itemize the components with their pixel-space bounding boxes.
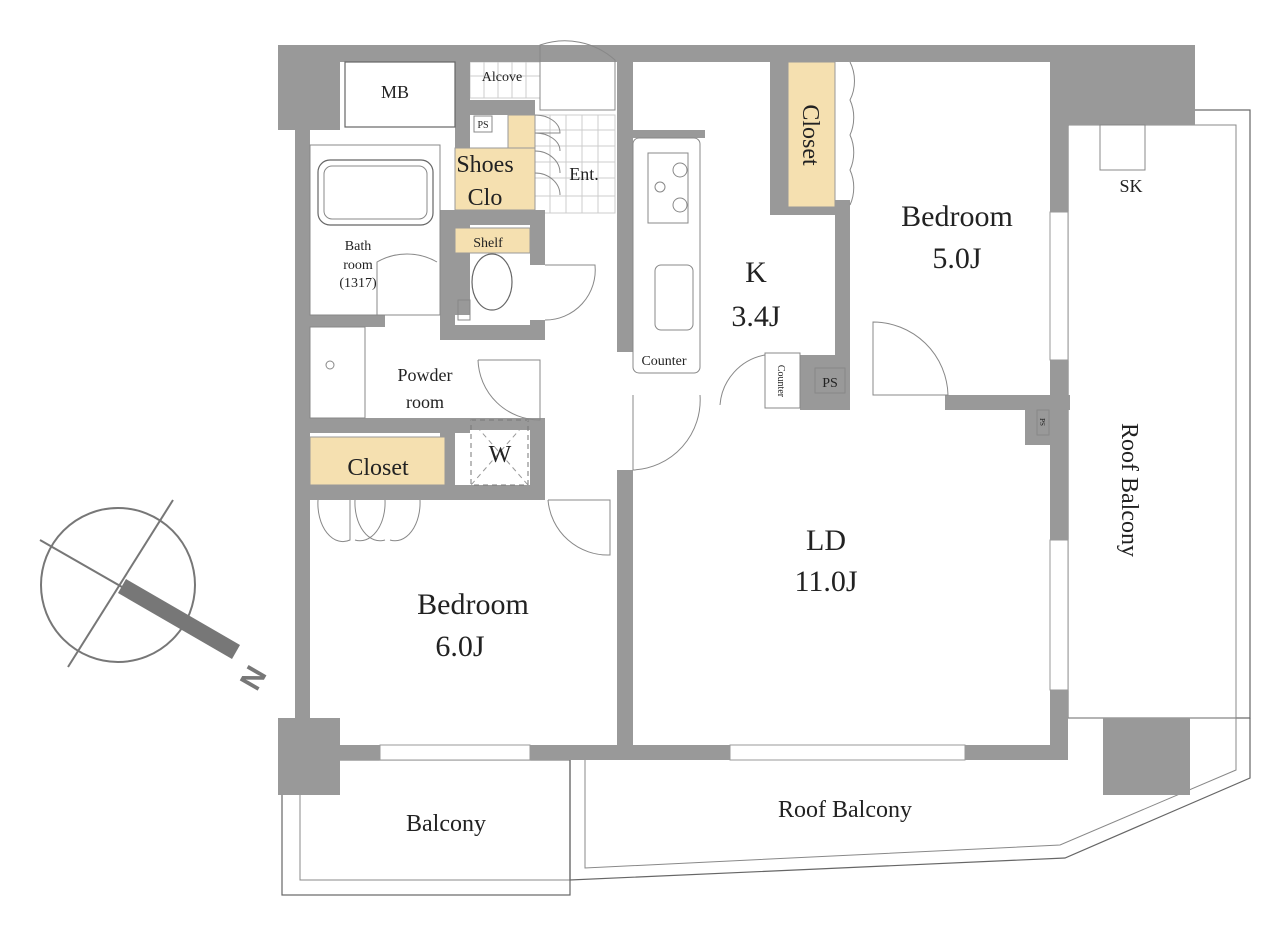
label-clo: Clo bbox=[468, 185, 503, 211]
bath-door bbox=[376, 253, 438, 315]
entrance-door bbox=[539, 40, 616, 111]
label-shelf: Shelf bbox=[473, 236, 503, 251]
bedroom-right-door bbox=[872, 321, 949, 396]
label-kitchen: K bbox=[745, 256, 767, 289]
compass-north-label: N bbox=[234, 661, 273, 696]
meter-box bbox=[344, 61, 456, 128]
label-bedroom-left: Bedroom bbox=[417, 588, 529, 621]
label-kitchen-size: 3.4J bbox=[731, 300, 781, 333]
label-ld-size: 11.0J bbox=[794, 565, 857, 598]
powder-door bbox=[477, 359, 541, 421]
washbasin bbox=[309, 326, 366, 419]
compass: N bbox=[39, 499, 273, 696]
kitchen-sink bbox=[654, 264, 694, 331]
label-roof-balcony-bottom: Roof Balcony bbox=[778, 797, 912, 823]
label-shoes: Shoes bbox=[456, 152, 513, 178]
label-balcony: Balcony bbox=[406, 811, 486, 837]
label-closet-left: Closet bbox=[347, 455, 409, 481]
closet-left bbox=[309, 436, 446, 486]
label-counter: Counter bbox=[641, 354, 686, 369]
kitchen-counter bbox=[632, 137, 701, 374]
bedroom-left-door bbox=[547, 499, 611, 556]
stove bbox=[647, 152, 689, 224]
label-powder-2: room bbox=[406, 392, 444, 412]
label-entrance: Ent. bbox=[569, 164, 599, 184]
north-arrow-icon bbox=[118, 579, 240, 659]
room-labels: MB Alcove PS Shoes Clo Ent. Shelf Bath r… bbox=[339, 70, 1142, 837]
fixtures bbox=[309, 40, 1146, 761]
label-ps-kitchen: PS bbox=[822, 376, 838, 391]
slop-sink bbox=[1099, 124, 1146, 171]
label-bedroom-right: Bedroom bbox=[901, 200, 1013, 233]
label-closet-top: Closet bbox=[797, 104, 823, 166]
closet-top bbox=[787, 61, 836, 208]
label-sink: SK bbox=[1119, 176, 1142, 196]
label-bedroom-left-size: 6.0J bbox=[435, 630, 485, 663]
label-ld: LD bbox=[806, 524, 846, 557]
label-counter-vertical: Counter bbox=[775, 365, 786, 398]
label-ps-top: PS bbox=[477, 120, 488, 131]
label-bath-1: Bath bbox=[345, 239, 371, 254]
shoes-closet bbox=[454, 147, 536, 211]
kitchen-door bbox=[632, 394, 701, 471]
label-roof-balcony-right: Roof Balcony bbox=[1116, 423, 1142, 557]
label-ps-small: PS bbox=[1038, 418, 1046, 426]
washer-space bbox=[470, 419, 529, 486]
label-bath-2: room bbox=[343, 258, 373, 273]
label-powder-1: Powder bbox=[398, 365, 453, 385]
compass-circle bbox=[40, 507, 196, 663]
label-mb: MB bbox=[381, 82, 409, 102]
label-bath-3: (1317) bbox=[339, 276, 377, 291]
shelf bbox=[454, 227, 531, 254]
toilet-door bbox=[544, 264, 596, 321]
toilet bbox=[471, 253, 513, 311]
bathtub bbox=[317, 159, 434, 226]
label-alcove: Alcove bbox=[482, 70, 522, 85]
label-washer: W bbox=[489, 442, 512, 468]
label-bedroom-right-size: 5.0J bbox=[932, 242, 982, 275]
